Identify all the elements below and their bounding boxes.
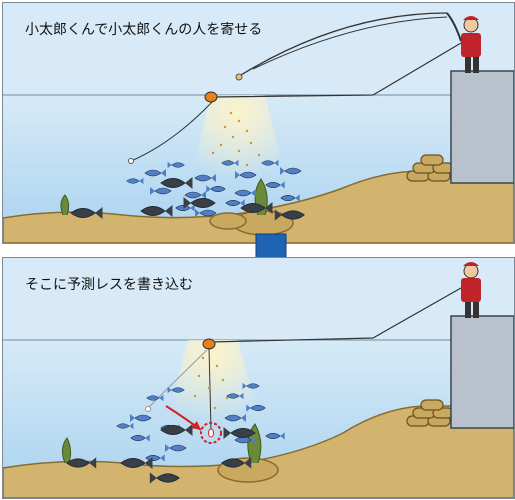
- casting-line: [240, 12, 448, 76]
- fish-icon: [167, 386, 185, 394]
- fish-icon: [265, 181, 285, 189]
- fish-icon: [265, 432, 285, 440]
- fish-icon: [183, 197, 216, 209]
- angler-figure: [461, 16, 481, 73]
- fish-icon: [225, 199, 245, 207]
- fish-icon: [149, 472, 180, 484]
- sky: [3, 3, 514, 95]
- hook-bait: [208, 428, 214, 438]
- panel-caption: そこに予測レスを書き込む: [25, 277, 193, 293]
- rock: [209, 212, 247, 230]
- fish-icon: [130, 414, 152, 422]
- fish-icon: [280, 194, 300, 202]
- fish-school: [70, 159, 305, 221]
- chum-particles: [211, 111, 261, 167]
- fish-icon: [235, 171, 257, 179]
- panel-caption: 小太郎くんで小太郎くんの人を寄せる: [25, 22, 263, 38]
- fish-icon: [223, 427, 256, 439]
- fish-icon: [240, 202, 273, 214]
- fish-icon: [234, 189, 256, 197]
- chum-particles: [193, 356, 229, 410]
- fish-icon: [66, 457, 97, 469]
- fish-icon: [194, 174, 216, 182]
- leader-line: [130, 100, 214, 162]
- scene-attract: [3, 3, 514, 243]
- previous-bait: [145, 406, 151, 412]
- chum-ball: [235, 73, 243, 81]
- fish-icon: [130, 434, 150, 442]
- fish-icon: [261, 159, 279, 167]
- fish-icon: [116, 422, 134, 430]
- hook-bait: [128, 158, 134, 164]
- fish-icon: [242, 382, 260, 390]
- fish-icon: [184, 191, 206, 199]
- fish-icon: [175, 204, 195, 212]
- panel-predict: そこに予測レスを書き込む: [2, 257, 515, 499]
- sandbags: [406, 154, 454, 182]
- pier: [450, 315, 514, 429]
- fish-icon: [221, 457, 252, 469]
- fish-icon: [280, 167, 302, 175]
- fish-icon: [224, 414, 246, 422]
- fish-icon: [165, 444, 187, 452]
- scene-predict: [3, 258, 514, 498]
- fish-icon: [246, 404, 266, 412]
- fish-icon: [195, 209, 217, 217]
- move-arrow-head: [191, 421, 201, 430]
- panel-attract: 小太郎くんで小太郎くんの人を寄せる: [2, 2, 515, 244]
- float: [204, 91, 218, 103]
- fish-icon: [226, 392, 244, 400]
- float: [202, 338, 216, 350]
- fish-icon: [150, 187, 172, 195]
- fish-icon: [144, 169, 166, 177]
- fish-icon: [274, 209, 305, 221]
- fish-icon: [160, 424, 193, 436]
- fish-icon: [120, 457, 153, 469]
- casting-line: [252, 16, 448, 70]
- fish-icon: [234, 436, 256, 444]
- seaweed: [61, 437, 72, 464]
- main-line: [212, 42, 462, 98]
- target-circle: [200, 422, 222, 444]
- fish-icon: [221, 159, 239, 167]
- angler-figure: [461, 262, 481, 318]
- fish-icon: [126, 177, 144, 185]
- chum-glow: [163, 340, 263, 433]
- fish-icon: [70, 207, 103, 219]
- leader-line: [208, 347, 212, 431]
- sandbags: [406, 399, 454, 427]
- sky: [3, 258, 514, 340]
- fish-icon: [160, 177, 193, 189]
- fish-icon: [167, 161, 185, 169]
- chum-glow: [188, 95, 288, 188]
- previous-line: [147, 349, 208, 409]
- pier: [450, 70, 514, 184]
- fish-icon: [140, 205, 173, 217]
- seaweed: [60, 194, 70, 216]
- fish-school: [66, 382, 285, 484]
- fishing-rod: [446, 12, 462, 42]
- main-line: [210, 287, 462, 343]
- fish-icon: [206, 185, 226, 193]
- fish-icon: [146, 394, 164, 402]
